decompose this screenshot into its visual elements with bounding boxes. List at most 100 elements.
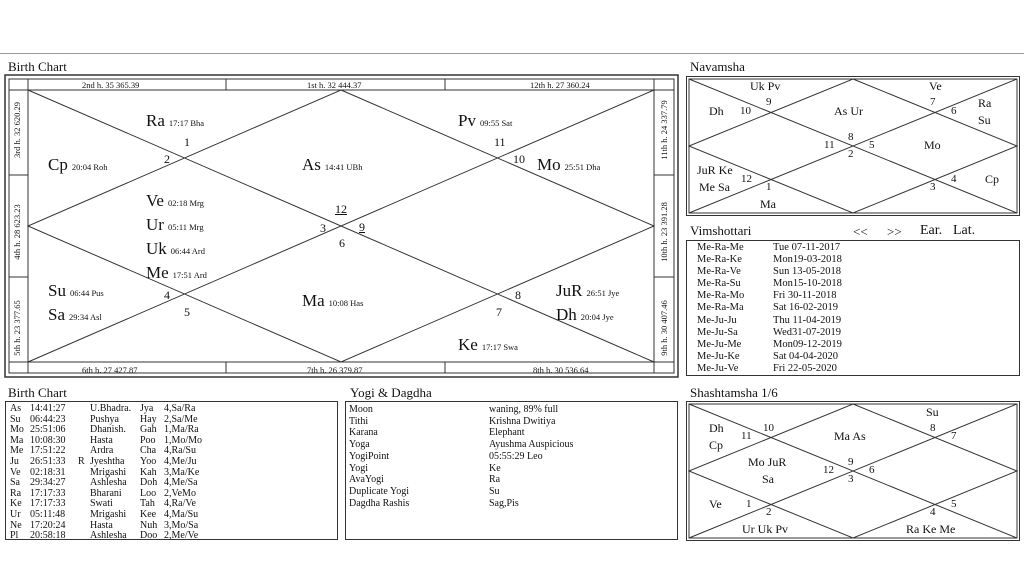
shashtamsha-cell-mo-jur: Mo JuR: [748, 455, 787, 469]
table-cell-deg: 17:17:33: [30, 487, 66, 499]
table-cell-pd: 3,Ma/Ke: [164, 466, 200, 478]
table-cell-ab: Doh: [140, 477, 158, 489]
planet-uk[interactable]: Uk 06:44 Ard: [146, 239, 206, 258]
house-label-3rd: 3rd h. 32 620.29: [12, 102, 22, 158]
planet-ma[interactable]: Ma 10:08 Has: [302, 291, 364, 310]
planet-su[interactable]: Su 06:44 Pus: [48, 281, 104, 300]
table-cell-p: Ve: [10, 466, 21, 478]
house-label-11th: 11th h. 24 337.79: [659, 100, 669, 160]
vimshottari-later-button[interactable]: Lat.: [953, 223, 976, 238]
vimshottari-earlier-button[interactable]: Ear.: [920, 223, 943, 238]
table-cell-ab: Cha: [140, 445, 157, 457]
navamsha-num-9: 9: [766, 96, 772, 108]
planet-me[interactable]: Me 17:51 Ard: [146, 263, 207, 282]
vimshottari-next-button[interactable]: >>: [887, 224, 902, 239]
shashtamsha-num-10: 10: [763, 422, 774, 434]
table-cell-ab: Hay: [140, 413, 157, 425]
table-cell-nak: Swati: [90, 498, 113, 510]
planet-jur[interactable]: JuR 26:51 Jye: [556, 281, 620, 300]
table-cell-nak: Mrigashi: [90, 509, 127, 520]
table-cell-ab: Yoo: [140, 456, 157, 467]
navamsha-cell-ve: Ve: [929, 79, 942, 93]
table-cell-ab: Kee: [140, 509, 157, 520]
table-cell-nak: U.Bhadra.: [90, 403, 132, 414]
navamsha-num-6: 6: [951, 105, 957, 117]
table-cell-deg: 25:51:06: [30, 424, 66, 436]
navamsha-cell-cp: Cp: [985, 172, 1000, 186]
table-cell-pd: 1,Ma/Ra: [164, 424, 199, 436]
planet-as[interactable]: As 14:41 UBh: [302, 155, 363, 174]
planet-dh[interactable]: Dh 20:04 Jye: [556, 305, 614, 324]
shashtamsha-num-5: 5: [951, 498, 957, 510]
house-label-6th: 6th h. 27 427.87: [82, 365, 138, 375]
table-cell-p: Me: [10, 445, 24, 457]
planet-mo[interactable]: Mo 25:51 Dha: [537, 155, 601, 174]
navamsha-num-8: 8: [848, 131, 854, 143]
shashtamsha-title: Shashtamsha 1/6: [690, 385, 778, 400]
table-cell-deg: 02:18:31: [30, 466, 66, 478]
planet-ve[interactable]: Ve 02:18 Mrg: [146, 191, 204, 210]
yogi-title: Yogi & Dagdha: [350, 385, 432, 400]
house-number-11: 11: [494, 135, 506, 149]
table-cell-p: As: [10, 403, 22, 414]
table-cell-p: Pl: [10, 530, 19, 542]
shashtamsha-num-12: 12: [823, 464, 834, 476]
navamsha-cell-mo: Mo: [924, 138, 941, 152]
planet-pv[interactable]: Pv 09:55 Sat: [458, 111, 513, 130]
birth-table-title: Birth Chart: [8, 385, 67, 400]
table-cell-pd: 2,VeMo: [164, 487, 196, 499]
shashtamsha-num-2: 2: [766, 506, 772, 518]
navamsha-labels: Uk Pv 9 Dh 10 As Ur Ve 7 6 Ra Su 8 11 2 …: [686, 76, 1020, 216]
planet-ke[interactable]: Ke 17:17 Swa: [458, 335, 518, 354]
house-label-12th: 12th h. 27 360.24: [530, 80, 590, 90]
top-rule: [0, 53, 1024, 54]
table-cell-pd: 4,Sa/Ra: [164, 403, 196, 414]
vimshottari-title: Vimshottari: [690, 223, 752, 238]
shashtamsha-cell-su: Su: [926, 405, 939, 419]
planet-ur[interactable]: Ur 05:11 Mrg: [146, 215, 204, 234]
table-cell-deg: 06:44:23: [30, 413, 66, 425]
table-cell-deg: 17:17:33: [30, 498, 66, 510]
shashtamsha-cell-ma-as: Ma As: [834, 429, 866, 443]
planet-sa[interactable]: Sa 29:34 Asl: [48, 305, 102, 324]
table-cell-p: Su: [10, 413, 21, 425]
house-number-1: 1: [184, 135, 190, 149]
table-cell-pd: 2,Me/Ve: [164, 530, 199, 542]
table-cell-p: Ur: [10, 509, 21, 520]
house-number-7: 7: [496, 305, 502, 319]
shashtamsha-num-9: 9: [848, 456, 854, 468]
house-number-3: 3: [320, 221, 326, 235]
planet-ra[interactable]: Ra 17:17 Bha: [146, 111, 205, 130]
vimshottari-prev-button[interactable]: <<: [853, 224, 868, 239]
shashtamsha-cell-ur-uk-pv: Ur Uk Pv: [742, 522, 789, 536]
navamsha-diagram: [686, 76, 1020, 216]
planet-cp[interactable]: Cp 20:04 Roh: [48, 155, 108, 174]
house-number-12: 12: [335, 202, 347, 216]
shashtamsha-diagram: [686, 401, 1020, 541]
shashtamsha-num-8: 8: [930, 422, 936, 434]
